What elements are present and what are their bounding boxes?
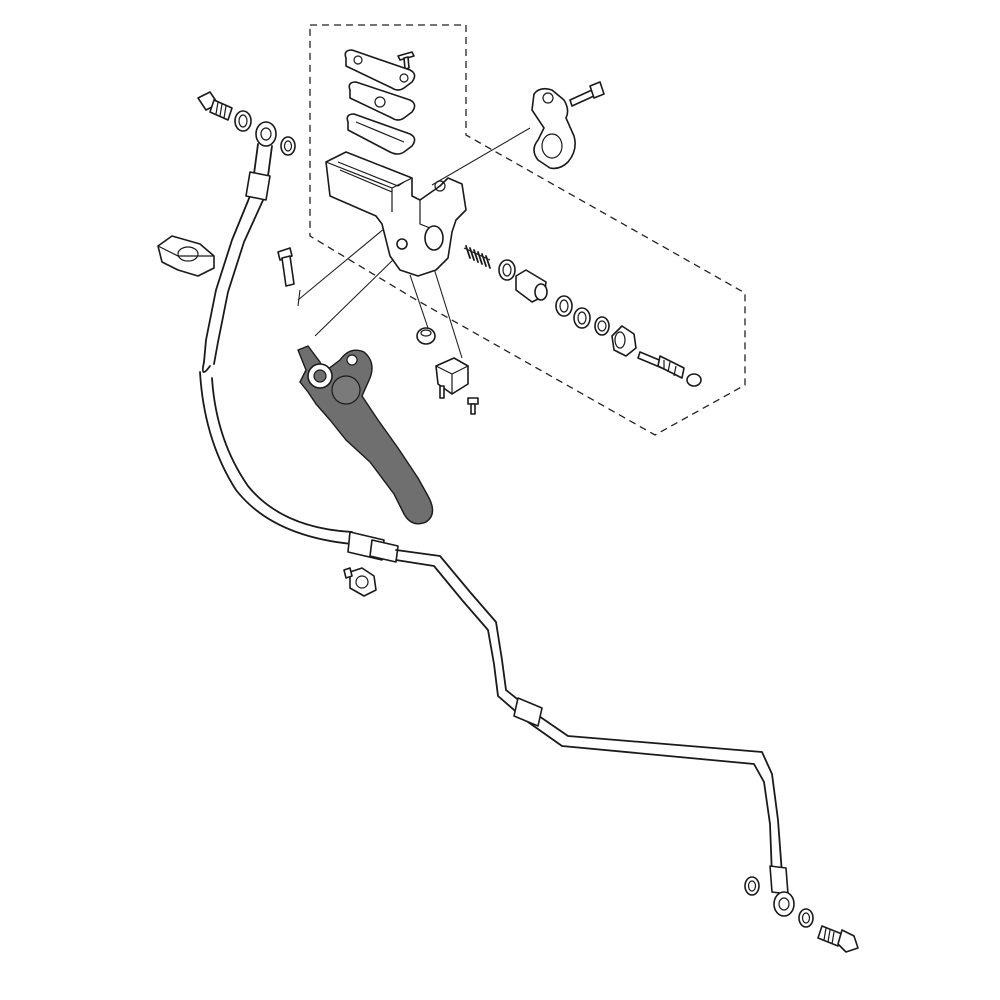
dust-boot [611, 325, 637, 357]
lower-banjo-bolt [817, 925, 859, 953]
switch-screw [467, 397, 479, 415]
master-cylinder-group-outline [309, 24, 746, 436]
lever-pivot-bolt [277, 247, 295, 287]
clutch-lever [297, 345, 434, 525]
piston-washers [555, 295, 610, 336]
clutch-switch [435, 357, 469, 399]
cap-screw [397, 51, 415, 70]
hose-clamp [157, 235, 215, 277]
cap-plate [348, 81, 416, 121]
handlebar-clamp [531, 87, 576, 170]
upper-washer-1 [234, 110, 252, 132]
piston [515, 269, 548, 303]
clutch-hose [199, 121, 399, 563]
reservoir-cap [344, 49, 416, 91]
primary-cup [498, 259, 516, 281]
clutch-pipe [395, 549, 789, 895]
leader-lines [297, 127, 531, 359]
grommet [416, 327, 436, 345]
clamp-bolt [569, 81, 605, 107]
push-rod [637, 351, 702, 387]
piston-spring [463, 245, 491, 269]
lower-banjo-fitting [773, 891, 795, 917]
diaphragm [346, 113, 416, 155]
upper-banjo-bolt [197, 91, 233, 121]
master-cylinder-body [325, 151, 467, 277]
pipe-holder [343, 567, 377, 597]
upper-washer-2 [280, 136, 296, 156]
lower-washer-2 [798, 908, 814, 928]
lower-washer-1 [744, 876, 760, 896]
